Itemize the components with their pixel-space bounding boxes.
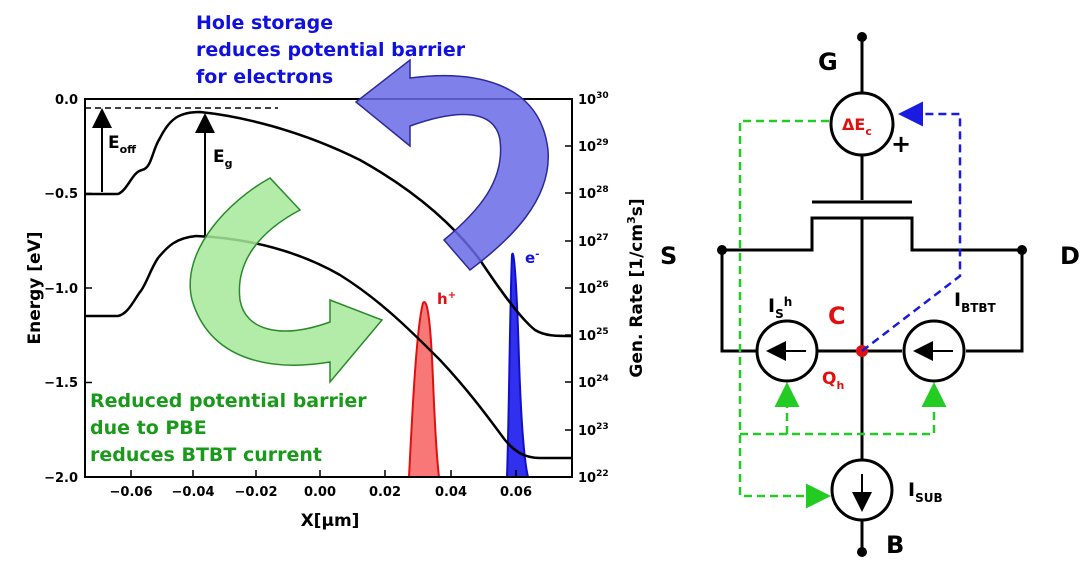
is-label: ISh xyxy=(768,295,792,321)
annotation-line: due to PBE xyxy=(90,417,207,439)
y2-axis-label: Gen. Rate [1/cm3s] xyxy=(625,198,647,377)
gate-label: G xyxy=(818,48,838,76)
source-terminal xyxy=(717,245,727,255)
y2-tick-label: 1029 xyxy=(578,138,609,155)
x-tick-label: 0.02 xyxy=(369,485,401,500)
e-g-label: Eg xyxy=(213,147,233,170)
green-feedback-path xyxy=(738,119,831,509)
green-annotation: Reduced potential barrier due to PBE red… xyxy=(90,390,367,466)
conduction-band-curve xyxy=(85,110,573,338)
y-tick-label: −0.5 xyxy=(44,187,78,202)
drain-terminal xyxy=(1017,245,1027,255)
green-curved-arrow xyxy=(189,177,384,385)
x-tick-label: −0.02 xyxy=(235,485,278,500)
annotation-line: reduces BTBT current xyxy=(90,444,322,466)
blue-feedback-path xyxy=(861,101,962,352)
hole-generation-peak xyxy=(407,301,441,478)
y2-axis-ticks: 1030 1029 1028 1027 1026 1025 1024 1023 … xyxy=(565,91,609,486)
y-axis-label: Energy [eV] xyxy=(25,231,45,344)
y2-tick-label: 1030 xyxy=(578,91,609,108)
annotation-line: reduces potential barrier xyxy=(196,39,466,61)
y2-tick-label: 1025 xyxy=(578,327,609,344)
qh-label: Qh xyxy=(822,369,844,392)
y2-tick-label: 1028 xyxy=(578,185,609,202)
annotation-line: for electrons xyxy=(196,66,333,88)
node-c-label: C xyxy=(828,302,846,330)
y2-tick-label: 1027 xyxy=(578,233,609,250)
body-terminal xyxy=(857,547,867,557)
body-label: B xyxy=(886,531,904,559)
x-tick-label: 0.04 xyxy=(435,485,467,500)
plus-sign: + xyxy=(891,130,911,158)
y2-tick-label: 1024 xyxy=(578,374,609,391)
isub-label: ISUB xyxy=(908,479,943,505)
y-tick-label: −2.0 xyxy=(44,471,78,486)
ibtbt-label: IBTBT xyxy=(954,289,997,315)
valence-band-curve xyxy=(85,234,572,460)
blue-annotation: Hole storage reduces potential barrier f… xyxy=(196,12,466,88)
y-tick-label: 0.0 xyxy=(55,93,78,108)
green-feedback-path xyxy=(740,382,947,436)
energy-plot: Eoff Eg h+ e- 0.0 −0.5 −1.0 −1.5 −2.0 xyxy=(25,91,647,531)
y-tick-label: −1.0 xyxy=(44,282,78,297)
source-label: S xyxy=(660,242,677,270)
blue-curved-arrow xyxy=(354,58,549,272)
x-tick-label: −0.04 xyxy=(172,485,215,500)
annotation-line: Reduced potential barrier xyxy=(90,390,367,412)
x-axis-ticks: −0.06 −0.04 −0.02 0.00 0.02 0.04 0.06 xyxy=(110,470,532,500)
y-tick-label: −1.5 xyxy=(44,376,78,391)
drain-label: D xyxy=(1060,242,1080,270)
equivalent-circuit xyxy=(717,32,1027,557)
x-tick-label: 0.00 xyxy=(304,485,336,500)
y2-tick-label: 1026 xyxy=(578,280,609,297)
annotation-line: Hole storage xyxy=(196,12,333,34)
y2-tick-label: 1022 xyxy=(578,469,609,486)
y2-tick-label: 1023 xyxy=(578,422,609,439)
hole-label: h+ xyxy=(437,290,456,308)
x-tick-label: −0.06 xyxy=(110,485,153,500)
e-off-label: Eoff xyxy=(108,133,136,156)
x-axis-label: X[µm] xyxy=(301,511,360,531)
delta-ec-label: ΔEc xyxy=(842,115,872,138)
electron-generation-peak xyxy=(505,252,530,478)
channel-line xyxy=(722,216,1022,252)
y-axis-ticks: 0.0 −0.5 −1.0 −1.5 −2.0 xyxy=(44,93,92,486)
x-tick-label: 0.06 xyxy=(500,485,532,500)
electron-label: e- xyxy=(525,249,539,267)
